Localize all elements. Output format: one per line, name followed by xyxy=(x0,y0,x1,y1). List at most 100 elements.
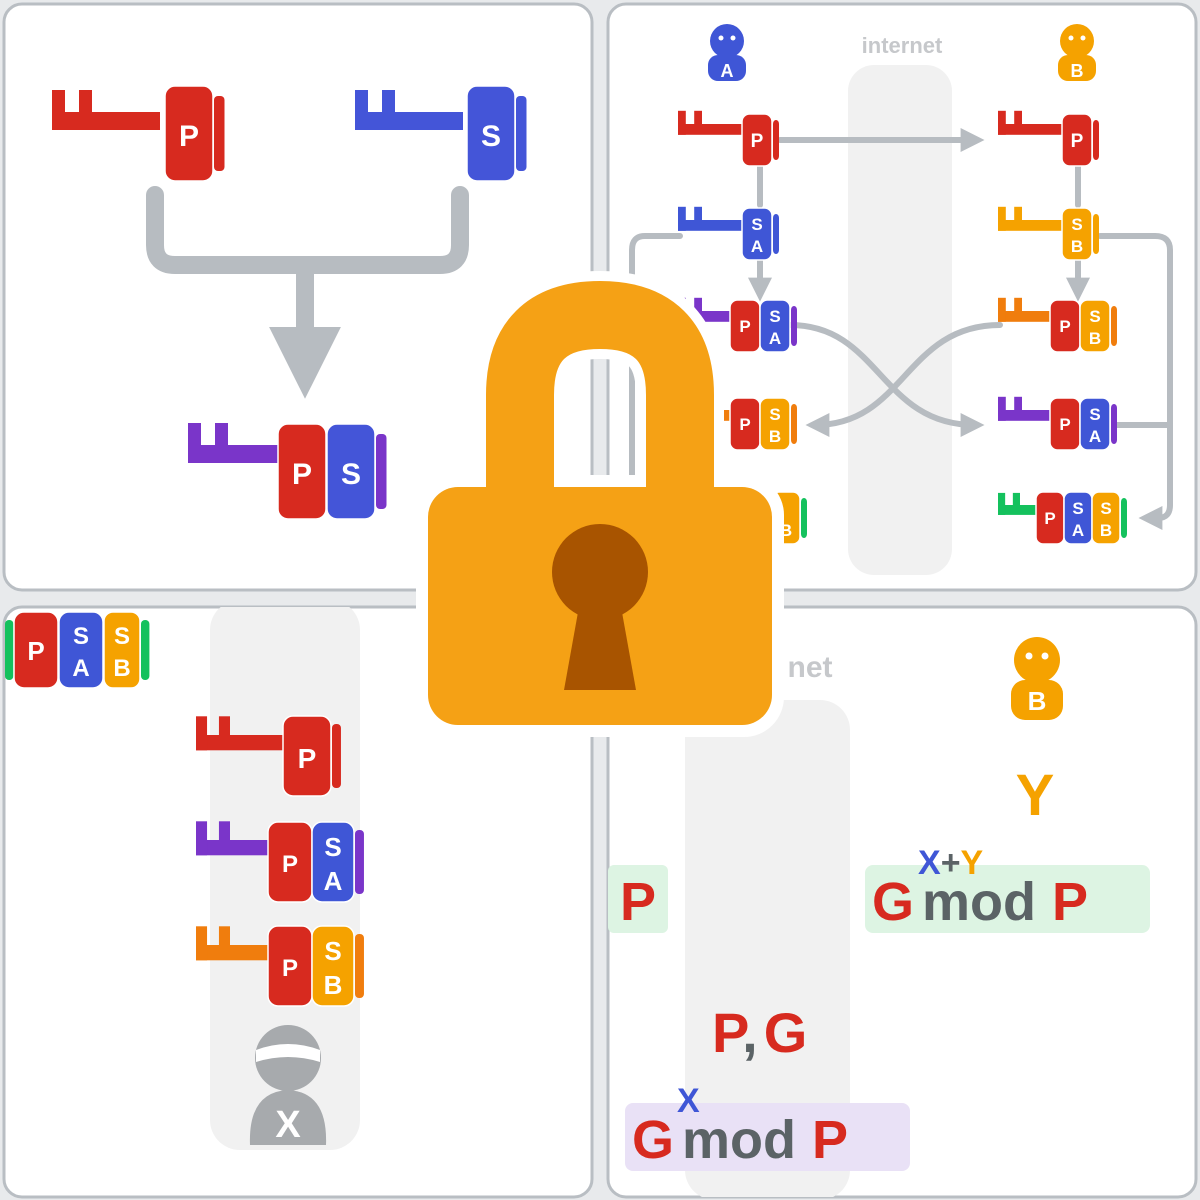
person-b-icon: B xyxy=(1058,24,1096,81)
key-label-p: P xyxy=(298,743,317,774)
key-segment-p: P xyxy=(277,423,327,520)
panel-key-mixing: P S P S xyxy=(2,2,594,592)
key-cap xyxy=(214,96,225,171)
key-label-a: A xyxy=(1072,521,1084,540)
key-label-p: P xyxy=(27,636,44,666)
lock-shackle xyxy=(486,280,714,500)
key-label-b: B xyxy=(769,427,781,446)
key-cap xyxy=(376,434,387,509)
key-label-s: S xyxy=(341,458,361,491)
key-label-s: S xyxy=(324,936,341,966)
mod-p: P xyxy=(812,1110,848,1170)
public-key-p: P xyxy=(52,85,225,182)
key-label-a: A xyxy=(769,329,781,348)
key-label-b: B xyxy=(1089,329,1101,348)
key-p-bob: P xyxy=(998,110,1099,167)
key-label-b: B xyxy=(324,970,343,1000)
keyhole-icon xyxy=(552,524,648,690)
exp-x: X xyxy=(918,844,941,882)
padlock-icon xyxy=(416,270,784,737)
key-label-s: S xyxy=(1071,215,1082,234)
key-label-p: P xyxy=(739,317,750,336)
base-g: G xyxy=(872,872,914,932)
key-label-b: B xyxy=(1100,521,1112,540)
key-cap xyxy=(516,96,527,171)
key-label-p: P xyxy=(292,458,312,491)
key-label-p: P xyxy=(739,415,750,434)
person-b-label: B xyxy=(1028,686,1047,716)
key-label-a: A xyxy=(1089,427,1101,446)
key-sb: S B xyxy=(998,206,1099,261)
internet-band xyxy=(685,700,850,1197)
intercepted-key-p: P xyxy=(196,715,341,797)
key-label-s: S xyxy=(751,215,762,234)
exp-y: Y xyxy=(961,844,984,882)
mod-p: P xyxy=(1052,872,1088,932)
internet-label-partial: net xyxy=(788,651,833,684)
left-p: P xyxy=(620,872,656,932)
exchange-pipes xyxy=(629,128,1173,530)
key-label-b: B xyxy=(1071,237,1083,256)
base-g: G xyxy=(632,1110,674,1170)
mod-label: mod xyxy=(682,1110,796,1170)
key-sa: S A xyxy=(678,206,779,261)
key-p-sb-bob: P S B xyxy=(998,297,1117,353)
left-p-highlight xyxy=(608,865,668,933)
key-segment-s: S xyxy=(466,85,516,182)
key-p-alice: P xyxy=(678,110,779,167)
key-label-s: S xyxy=(1100,499,1111,518)
key-label-s: S xyxy=(73,623,89,650)
public-formula-highlight xyxy=(625,1103,910,1171)
key-label-p: P xyxy=(1071,131,1084,152)
key-label-p: P xyxy=(1059,415,1070,434)
secret-key-s: S xyxy=(355,85,527,182)
key-label-p: P xyxy=(751,131,764,152)
eavesdropper-icon: X xyxy=(249,1025,327,1146)
public-p: P xyxy=(712,1001,748,1064)
key-label-s: S xyxy=(324,832,341,862)
key-label-p: P xyxy=(1044,509,1055,528)
mixed-key-ps: P S xyxy=(188,423,387,520)
key-label-s: S xyxy=(481,120,501,153)
key-shared-partial: P S A S B xyxy=(5,611,150,689)
secret-y: Y xyxy=(1016,763,1055,828)
comma: , xyxy=(742,1001,758,1064)
key-label-s: S xyxy=(1089,405,1100,424)
public-g: G xyxy=(764,1001,808,1064)
key-label-p: P xyxy=(282,851,298,878)
intercepted-key-p-sb: P S B xyxy=(196,925,364,1007)
key-label-s: S xyxy=(1089,307,1100,326)
key-label-a: A xyxy=(324,866,343,896)
key-p-sa-bob: P S A xyxy=(998,396,1117,451)
internet-band xyxy=(848,65,952,575)
person-a-label: A xyxy=(721,61,734,81)
public-formula-exp: X xyxy=(677,1082,700,1120)
key-label-s: S xyxy=(769,307,780,326)
intercepted-key-p-sa: P S A xyxy=(196,821,364,903)
person-b-icon: B xyxy=(1011,637,1063,720)
exp-plus: + xyxy=(941,844,961,882)
key-label-a: A xyxy=(751,237,763,256)
person-b-label: B xyxy=(1071,61,1084,81)
key-label-p: P xyxy=(179,120,199,153)
public-values: P,G xyxy=(712,1001,807,1064)
key-label-b: B xyxy=(113,655,130,682)
key-shaft-blue xyxy=(355,90,463,130)
shared-secret-formula: X+Y xyxy=(918,844,984,882)
key-label-p: P xyxy=(282,955,298,982)
person-a-icon: A xyxy=(708,24,746,81)
internet-label: internet xyxy=(862,33,943,58)
panel-eavesdropper: P S A S B P P S xyxy=(2,605,594,1199)
mod-label: mod xyxy=(922,872,1036,932)
key-label-s: S xyxy=(1072,499,1083,518)
eavesdropper-label: X xyxy=(275,1104,301,1146)
key-segment-s: S xyxy=(326,423,376,520)
panel-key-exchange: internet A xyxy=(606,2,1198,592)
exp-x: X xyxy=(677,1082,700,1120)
key-label-s: S xyxy=(114,623,130,650)
key-label-s: S xyxy=(769,405,780,424)
key-shaft-red xyxy=(52,90,160,130)
